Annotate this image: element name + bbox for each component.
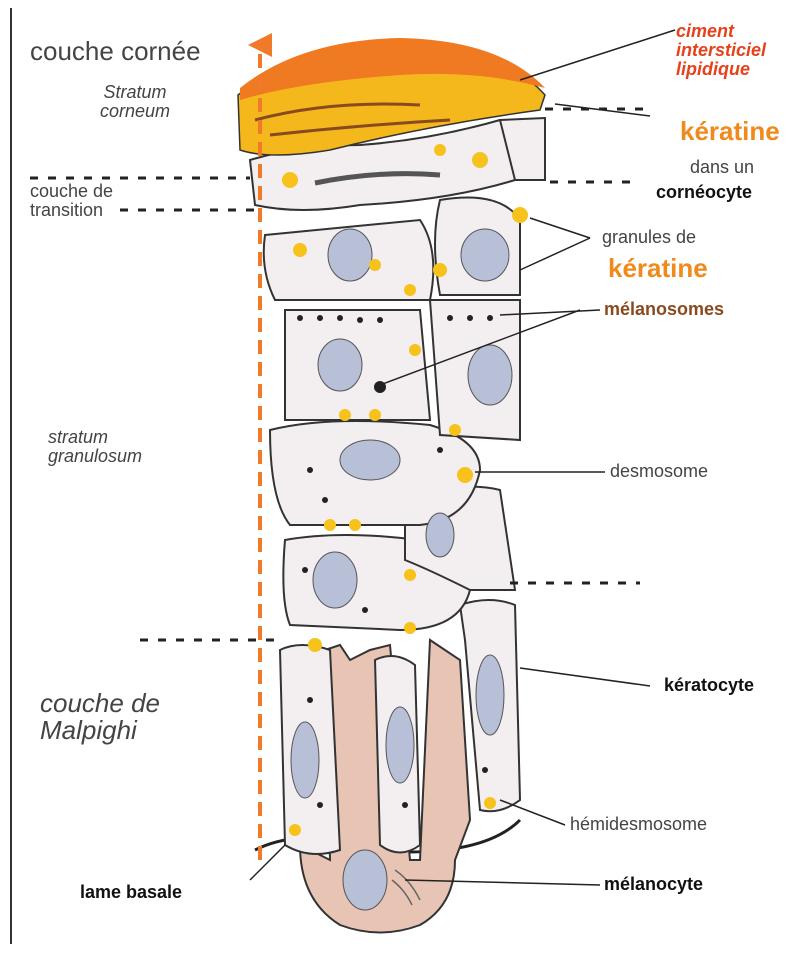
label-ciment-line3: lipidique: [676, 60, 766, 79]
label-stratum-granulosum-line1: stratum: [48, 428, 142, 447]
label-dans-un: dans un: [690, 158, 754, 177]
label-hemidesmosome: hémidesmosome: [570, 815, 707, 834]
label-couche-malpighi: couche de Malpighi: [40, 690, 160, 745]
label-desmosome: desmosome: [610, 462, 708, 481]
label-couche-transition-line1: couche de: [30, 182, 113, 201]
label-stratum-granulosum: stratum granulosum: [48, 428, 142, 466]
label-keratine-2: kératine: [608, 255, 708, 282]
label-couche-cornee: couche cornée: [30, 38, 201, 65]
label-stratum-corneum-line1: Stratum: [100, 83, 170, 102]
label-ciment: ciment intersticiel lipidique: [676, 22, 766, 79]
label-corneocyte: cornéocyte: [656, 183, 752, 202]
label-keratine-1: kératine: [680, 118, 780, 145]
label-lame-basale: lame basale: [80, 883, 182, 902]
label-couche-malpighi-line1: couche de: [40, 690, 160, 717]
label-melanocyte: mélanocyte: [604, 875, 703, 894]
label-ciment-line2: intersticiel: [676, 41, 766, 60]
melanocyte-nucleus: [343, 850, 387, 910]
label-ciment-line1: ciment: [676, 22, 766, 41]
label-stratum-corneum: Stratum corneum: [100, 83, 170, 121]
label-stratum-granulosum-line2: granulosum: [48, 447, 142, 466]
label-couche-transition-line2: transition: [30, 201, 113, 220]
label-keratocyte: kératocyte: [664, 676, 754, 695]
label-granules-de: granules de: [602, 228, 696, 247]
label-melanosomes: mélanosomes: [604, 300, 724, 319]
label-couche-transition: couche de transition: [30, 182, 113, 220]
label-stratum-corneum-line2: corneum: [100, 102, 170, 121]
label-couche-malpighi-line2: Malpighi: [40, 717, 160, 744]
